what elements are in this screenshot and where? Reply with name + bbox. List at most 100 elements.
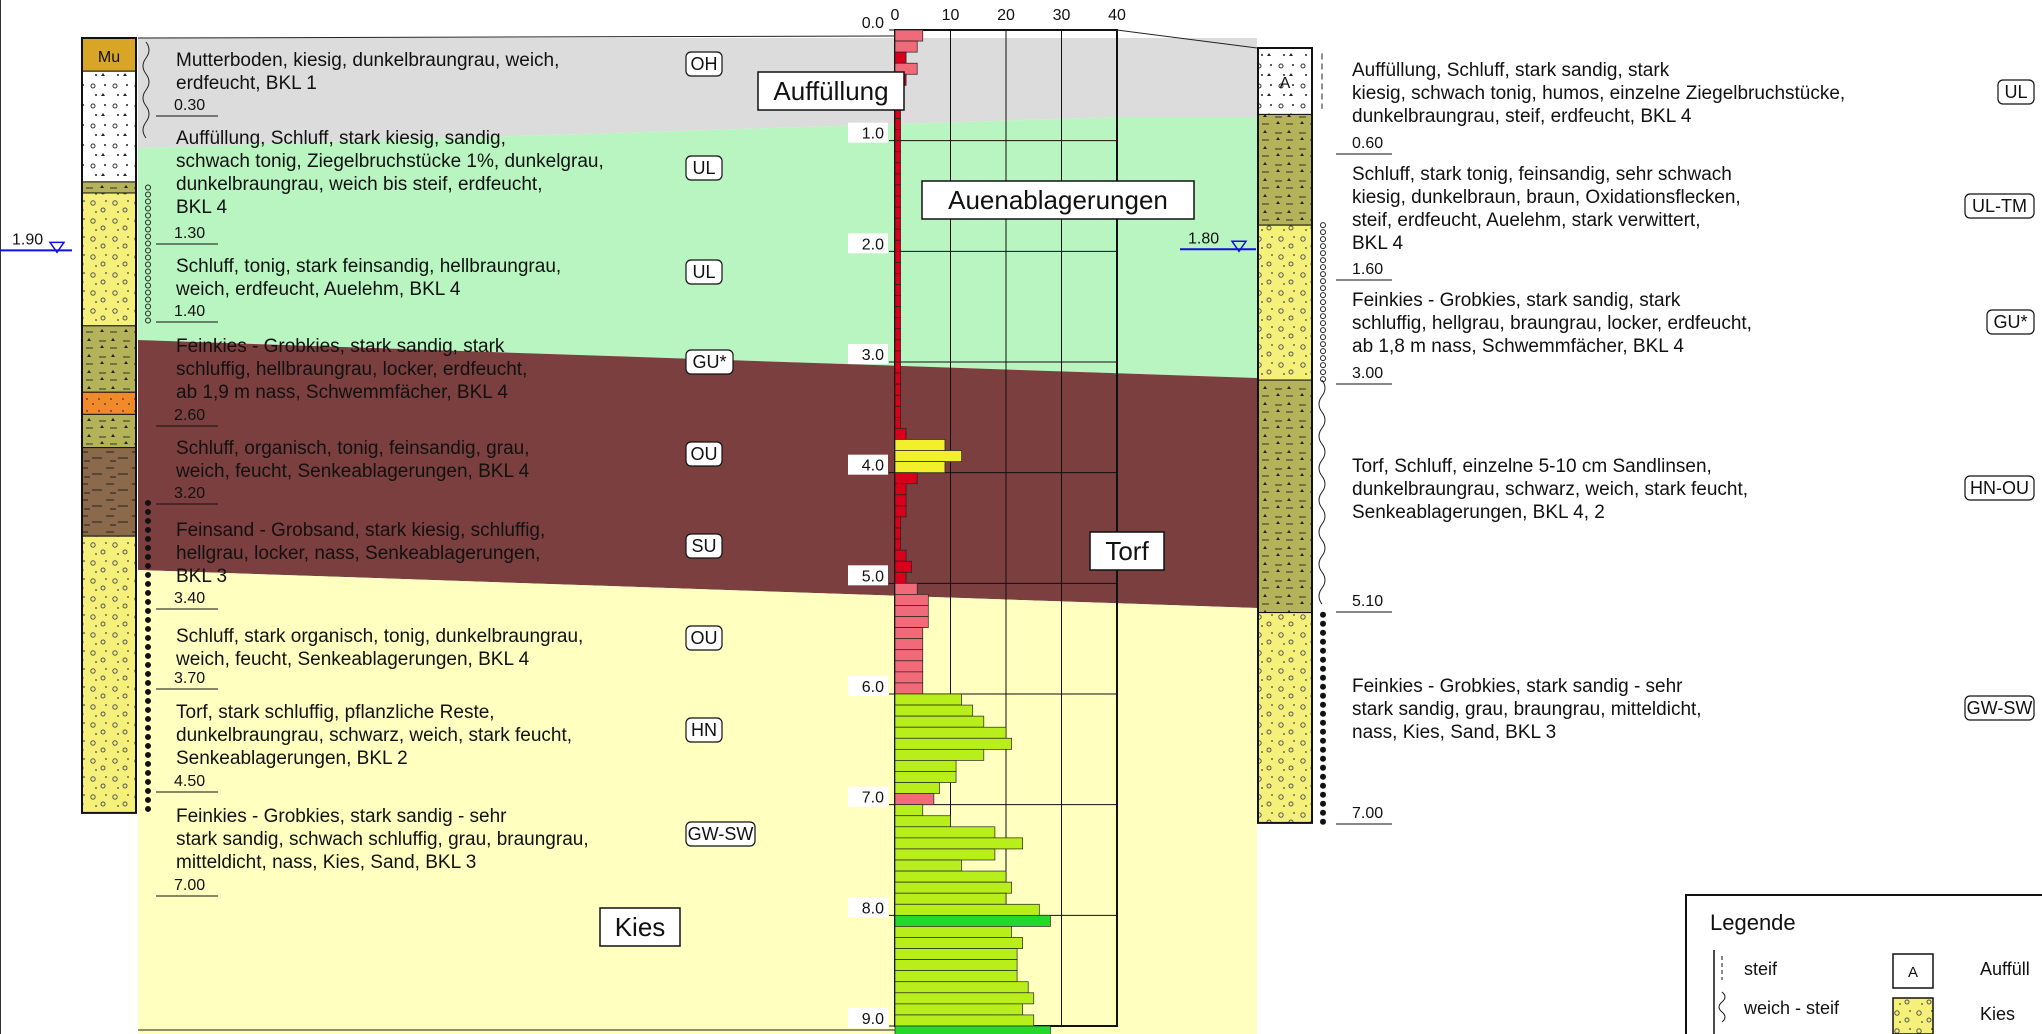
soil-code-badge [1986, 309, 2035, 335]
layer-description-line: dunkelbraungrau, steif, erdfeucht, BKL 4 [1352, 106, 1692, 127]
penetration-bar [894, 671, 924, 684]
left-filled-circle-mark [145, 787, 151, 794]
penetration-bar [894, 273, 901, 285]
penetration-bar [894, 339, 901, 352]
legend-panel: Legende steif weich - steif A Auffüll Ki… [1685, 894, 2042, 1034]
chart-y-tick-bg [848, 233, 888, 254]
layer-description-line: stark sandig, schwach schluffig, grau, b… [176, 829, 589, 850]
left-filled-circle-mark [145, 724, 151, 731]
left-open-circle-mark [145, 282, 151, 289]
zone-label-floodplain: Auenablagerungen [948, 185, 1168, 215]
chart-y-tick-label: 2.0 [862, 236, 884, 253]
soil-code-text: HN [691, 720, 717, 740]
layer-description-line: Feinkies - Grobkies, stark sandig, stark [1352, 290, 1681, 311]
right-open-circle-mark [1320, 257, 1326, 264]
penetration-bar [894, 40, 918, 53]
right-filled-circle-mark [1320, 647, 1326, 654]
right-open-circle-mark [1320, 299, 1326, 306]
soil-code-text: UL [692, 158, 715, 178]
left-open-circle-mark [145, 240, 151, 247]
penetration-bar [894, 704, 974, 717]
left-open-circle-mark [145, 233, 151, 240]
layer-description-line: Torf, stark schluffig, pflanzliche Reste… [176, 702, 495, 723]
left-filled-circle-mark [145, 625, 151, 632]
left-log-segment [81, 325, 137, 393]
right-filled-circle-mark [1320, 629, 1326, 636]
left-filled-circle-mark [145, 571, 151, 578]
layer-depth-value: 1.30 [174, 225, 205, 242]
right-open-circle-mark [1320, 320, 1326, 327]
right-open-circle-mark [1320, 362, 1326, 369]
penetration-bar [894, 250, 901, 263]
penetration-bar [894, 317, 901, 330]
penetration-bar [894, 461, 946, 474]
chart-y-tick-bg [848, 786, 888, 807]
layer-description-line: mitteldicht, nass, Kies, Sand, BKL 3 [176, 852, 476, 873]
soil-code-text: UL [2004, 82, 2027, 102]
right-filled-circle-mark [1320, 611, 1326, 618]
layer-description-line: erdfeucht, BKL 1 [176, 73, 317, 94]
left-filled-circle-mark [145, 589, 151, 596]
right-open-circle-mark [1320, 292, 1326, 299]
chart-y-tick-bg [848, 565, 888, 586]
left-log-segment [81, 391, 137, 415]
soil-code-text: GW-SW [1967, 698, 2033, 718]
soil-code-badge [685, 821, 756, 847]
left-filled-circle-mark [145, 553, 151, 560]
right-open-circle-mark [1320, 341, 1326, 348]
penetration-bar [894, 1014, 1035, 1027]
left-layer-description: Schluff, organisch, tonig, feinsandig, g… [156, 438, 723, 505]
soil-code-badge [685, 625, 723, 651]
layer-description-line: hellgrau, locker, nass, Senkeablagerunge… [176, 543, 540, 564]
penetration-bar [894, 660, 924, 673]
left-open-circle-mark [145, 212, 151, 219]
layer-description-line: steif, erdfeucht, Auelehm, stark verwitt… [1352, 210, 1700, 231]
penetration-bar [894, 483, 907, 496]
penetration-bar [894, 981, 1029, 994]
soil-code-text: HN-OU [1970, 478, 2029, 498]
chart-x-tick-label: 10 [942, 7, 960, 24]
penetration-bar [894, 848, 996, 861]
left-filled-circle-mark [145, 544, 151, 551]
right-filled-circle-mark [1320, 818, 1326, 825]
chart-x-tick-label: 20 [997, 7, 1015, 24]
penetration-bar [894, 992, 1035, 1005]
left-filled-circle-mark [145, 634, 151, 641]
penetration-bar [894, 859, 962, 872]
layer-description-line: weich, erdfeucht, Auelehm, BKL 4 [175, 279, 461, 300]
chart-y-tick-label: 9.0 [862, 1011, 884, 1028]
penetration-bar [894, 926, 1012, 938]
penetration-bar [894, 416, 901, 429]
right-filled-circle-mark [1320, 656, 1326, 663]
soil-code-badge [685, 349, 734, 375]
left-filled-circle-mark [145, 517, 151, 524]
right-water-triangle-icon [1230, 240, 1248, 253]
left-filled-circle-mark [145, 607, 151, 614]
left-open-circle-mark [145, 303, 151, 310]
chart-x-tick-label: 0 [891, 7, 900, 24]
layer-description-line: schluffig, hellbraungrau, locker, erdfeu… [176, 359, 527, 380]
right-filled-circle-mark [1320, 665, 1326, 672]
soil-code-badge [685, 51, 723, 77]
penetration-bar [894, 527, 901, 540]
right-filled-circle-mark [1320, 791, 1326, 798]
layer-depth-value: 4.50 [174, 773, 205, 790]
layer-description-line: schluffig, hellgrau, braungrau, locker, … [1352, 313, 1752, 334]
penetration-bar [894, 616, 929, 628]
right-filled-circle-mark [1320, 773, 1326, 780]
chart-y-tick-label: 0.0 [862, 15, 884, 32]
right-open-circle-mark [1320, 271, 1326, 278]
layer-description-line: BKL 3 [176, 566, 227, 587]
layer-depth-value: 3.70 [174, 670, 205, 687]
penetration-bar [894, 195, 901, 208]
layer-description-line: weich, feucht, Senkeablagerungen, BKL 4 [175, 649, 530, 670]
layer-description-line: Torf, Schluff, einzelne 5-10 cm Sandlins… [1352, 456, 1712, 477]
left-open-circle-mark [145, 219, 151, 226]
penetration-bar [894, 693, 962, 706]
penetration-bar [894, 184, 901, 197]
penetration-bar [894, 217, 901, 230]
penetration-bar [894, 682, 924, 695]
legend-fill-box-label: A [1908, 964, 1918, 981]
